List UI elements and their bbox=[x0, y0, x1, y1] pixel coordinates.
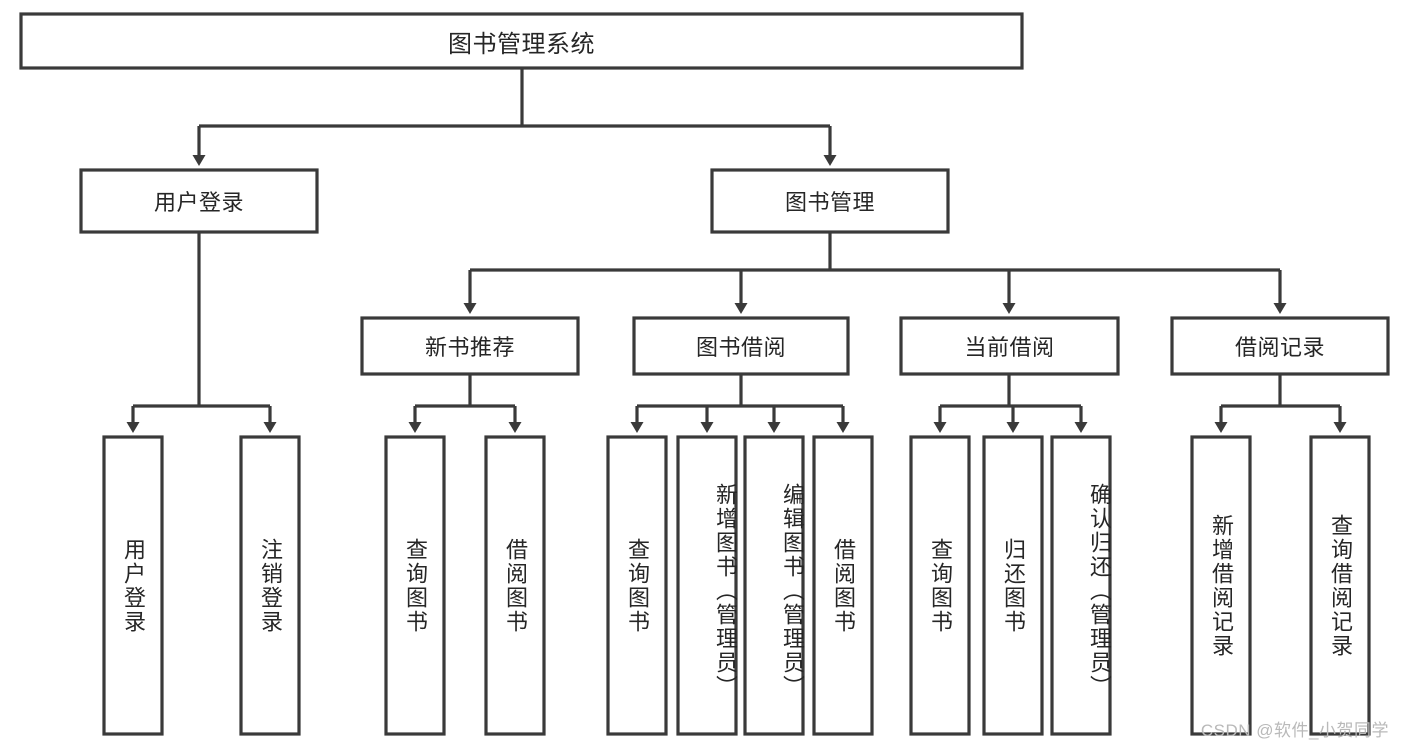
label-leaf-edit-book: 编辑图书（管理员） bbox=[780, 482, 805, 699]
node-box-new-book-recommend[interactable] bbox=[360, 316, 580, 376]
label-leaf-user-login: 用户登录 bbox=[121, 537, 146, 634]
label-book-management: 图书管理 bbox=[784, 190, 875, 215]
label-leaf-return-book: 归还图书 bbox=[1001, 537, 1026, 634]
label-leaf-add-record: 新增借阅记录 bbox=[1209, 513, 1234, 658]
node-box-leaf-query-record[interactable] bbox=[1309, 435, 1371, 736]
label-leaf-query-book-2: 查询图书 bbox=[625, 537, 650, 634]
label-leaf-user-logout: 注销登录 bbox=[258, 537, 283, 634]
node-box-leaf-query-book-3[interactable] bbox=[909, 435, 971, 736]
node-box-leaf-user-logout[interactable] bbox=[239, 435, 301, 736]
label-book-borrow: 图书借阅 bbox=[695, 335, 786, 360]
node-box-current-borrow[interactable] bbox=[899, 316, 1120, 376]
node-box-user-login[interactable] bbox=[79, 168, 319, 234]
label-current-borrow: 当前借阅 bbox=[964, 335, 1055, 360]
label-new-book-recommend: 新书推荐 bbox=[424, 335, 515, 360]
node-box-root[interactable] bbox=[19, 12, 1024, 70]
node-box-leaf-query-book-2[interactable] bbox=[606, 435, 668, 736]
label-borrow-record: 借阅记录 bbox=[1234, 335, 1325, 360]
node-box-leaf-add-record[interactable] bbox=[1190, 435, 1252, 736]
node-box-leaf-user-login[interactable] bbox=[102, 435, 164, 736]
watermark-label: CSDN @软件_小贺同学 bbox=[1200, 721, 1389, 740]
label-leaf-borrow-book-2: 借阅图书 bbox=[831, 537, 856, 634]
label-leaf-confirm-return: 确认归还（管理员） bbox=[1087, 482, 1112, 699]
node-box-leaf-edit-book[interactable] bbox=[743, 435, 805, 736]
node-box-leaf-return-book[interactable] bbox=[982, 435, 1044, 736]
label-root: 图书管理系统 bbox=[448, 30, 595, 58]
node-box-leaf-borrow-book-2[interactable] bbox=[812, 435, 874, 736]
node-box-leaf-confirm-return[interactable] bbox=[1050, 435, 1112, 736]
node-box-leaf-borrow-book-1[interactable] bbox=[484, 435, 546, 736]
label-leaf-query-record: 查询借阅记录 bbox=[1328, 513, 1353, 658]
label-leaf-add-book: 新增图书（管理员） bbox=[713, 482, 738, 699]
node-box-leaf-query-book-1[interactable] bbox=[384, 435, 446, 736]
label-leaf-query-book-3: 查询图书 bbox=[928, 537, 953, 634]
label-leaf-query-book-1: 查询图书 bbox=[403, 537, 428, 634]
node-box-leaf-add-book[interactable] bbox=[676, 435, 738, 736]
label-user-login: 用户登录 bbox=[153, 190, 244, 215]
label-leaf-borrow-book-1: 借阅图书 bbox=[503, 537, 528, 634]
